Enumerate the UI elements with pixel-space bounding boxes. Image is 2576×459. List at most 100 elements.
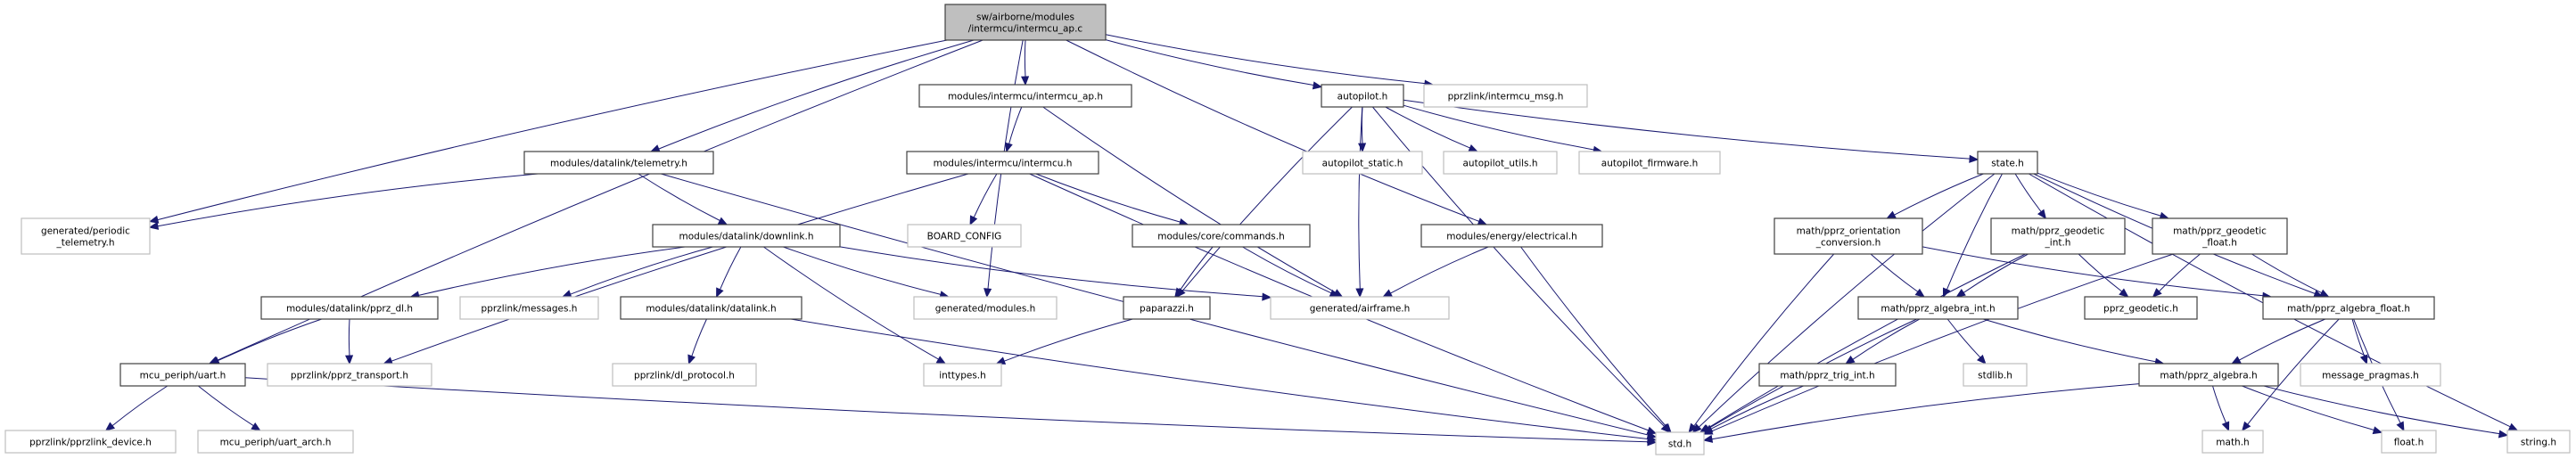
- node-periodic-telemetry-h[interactable]: generated/periodic_telemetry.h: [21, 217, 151, 255]
- node-label: generated/periodic: [41, 226, 130, 237]
- edge-datalink-h-to-dl-protocol-h: [687, 318, 707, 365]
- node-label: pprz_geodetic.h: [2103, 304, 2178, 315]
- node-box: [21, 217, 151, 255]
- node-pprz-transport-h[interactable]: pprzlink/pprz_transport.h: [267, 363, 432, 387]
- node-downlink-h[interactable]: modules/datalink/downlink.h: [652, 224, 841, 248]
- node-box: [267, 363, 432, 387]
- node-string-h[interactable]: string.h: [2506, 430, 2571, 454]
- edge-geodetic-float-h-to-pprz-geodetic-h: [2152, 253, 2201, 298]
- node-autopilot-firmware-h[interactable]: autopilot_firmware.h: [1578, 151, 1721, 175]
- edge-line: [157, 39, 948, 221]
- node-intermcu-ap-h[interactable]: modules/intermcu/intermcu_ap.h: [918, 84, 1132, 108]
- arrowhead-icon: [1262, 292, 1272, 301]
- node-algebra-int-h[interactable]: math/pprz_algebra_int.h: [1857, 296, 2019, 320]
- node-label: mcu_periph/uart_arch.h: [220, 438, 332, 448]
- node-inttypes-h[interactable]: inttypes.h: [923, 363, 1002, 387]
- node-stdlib-h[interactable]: stdlib.h: [1963, 363, 2028, 387]
- arrowhead-icon: [983, 288, 992, 299]
- node-electrical-h[interactable]: modules/energy/electrical.h: [1420, 224, 1603, 248]
- edge-line: [691, 318, 707, 357]
- node-box: [2138, 363, 2279, 387]
- edge-geodetic-float-h-to-std-h: [1702, 253, 2174, 435]
- node-algebra-h[interactable]: math/pprz_algebra.h: [2138, 363, 2279, 387]
- node-box: [2152, 217, 2288, 255]
- node-root[interactable]: sw/airborne/modules/intermcu/intermcu_ap…: [944, 4, 1107, 41]
- node-box: [2381, 430, 2437, 454]
- edge-line: [1066, 39, 1479, 222]
- edge-line: [1105, 39, 1314, 86]
- node-dl-protocol-h[interactable]: pprzlink/dl_protocol.h: [612, 363, 757, 387]
- node-datalink-h[interactable]: modules/datalink/datalink.h: [620, 296, 802, 320]
- node-commands-h[interactable]: modules/core/commands.h: [1132, 224, 1311, 248]
- arrowhead-icon: [1914, 288, 1925, 298]
- node-messages-h[interactable]: pprzlink/messages.h: [459, 296, 599, 320]
- node-modules-h[interactable]: generated/modules.h: [913, 296, 1058, 320]
- node-pprz-geodetic-h[interactable]: pprz_geodetic.h: [2084, 296, 2198, 320]
- node-box: [1963, 363, 2028, 387]
- arrowhead-icon: [716, 287, 724, 299]
- node-label: stdlib.h: [1978, 371, 2012, 381]
- node-trig-int-h[interactable]: math/pprz_trig_int.h: [1758, 363, 1897, 387]
- node-message-pragmas-h[interactable]: message_pragmas.h: [2300, 363, 2441, 387]
- node-algebra-float-h[interactable]: math/pprz_algebra_float.h: [2262, 296, 2435, 320]
- edge-line: [218, 318, 322, 362]
- node-paparazzi-h[interactable]: paparazzi.h: [1123, 296, 1211, 320]
- arrowhead-icon: [2498, 430, 2509, 439]
- node-autopilot-h[interactable]: autopilot.h: [1321, 84, 1404, 108]
- edge-line: [2212, 385, 2226, 423]
- arrowhead-icon: [995, 357, 1007, 365]
- edge-line: [1707, 253, 2026, 430]
- node-orientation-h[interactable]: math/pprz_orientation_conversion.h: [1774, 217, 1923, 255]
- node-board-config[interactable]: BOARD_CONFIG: [907, 224, 1022, 248]
- arrowhead-icon: [1702, 424, 1714, 433]
- arrowhead-icon: [969, 215, 978, 226]
- node-box: [1302, 151, 1423, 175]
- arrowhead-icon: [1688, 422, 1698, 434]
- node-box: [197, 430, 354, 454]
- edge-line: [790, 318, 1649, 439]
- node-autopilot-utils-h[interactable]: autopilot_utils.h: [1443, 151, 1558, 175]
- arrowhead-icon: [1662, 422, 1672, 433]
- node-geodetic-int-h[interactable]: math/pprz_geodetic_int.h: [1990, 217, 2126, 255]
- node-box: [913, 296, 1058, 320]
- arrowhead-icon: [1382, 289, 1393, 298]
- edge-autopilot-h-to-autopilot-utils-h: [1385, 106, 1478, 152]
- edge-trig-int-h-to-std-h: [1702, 385, 1804, 433]
- node-autopilot-static-h[interactable]: autopilot_static.h: [1302, 151, 1423, 175]
- node-airframe-h[interactable]: generated/airframe.h: [1270, 296, 1450, 320]
- node-pprz-dl-h[interactable]: modules/datalink/pprz_dl.h: [260, 296, 439, 320]
- node-geodetic-float-h[interactable]: math/pprz_geodetic_float.h: [2152, 217, 2288, 255]
- node-state-h[interactable]: state.h: [1977, 151, 2038, 175]
- edge-line: [1403, 99, 1971, 160]
- edge-line: [973, 173, 998, 218]
- node-label: _conversion.h: [1815, 238, 1881, 249]
- arrowhead-icon: [1955, 288, 1966, 298]
- node-float-h[interactable]: float.h: [2381, 430, 2437, 454]
- node-std-h[interactable]: std.h: [1655, 431, 1705, 455]
- node-intermcu-h[interactable]: modules/intermcu/intermcu.h: [906, 151, 1099, 175]
- edge-line: [1181, 106, 1353, 291]
- edge-downlink-h-to-pprz-dl-h: [409, 246, 686, 299]
- edge-intermcu-h-to-pprz-transport-h: [383, 173, 969, 365]
- node-box: [2506, 430, 2571, 454]
- node-uart-h[interactable]: mcu_periph/uart.h: [119, 363, 246, 387]
- node-uart-arch-h[interactable]: mcu_periph/uart_arch.h: [197, 430, 354, 454]
- node-label: BOARD_CONFIG: [927, 232, 1002, 242]
- node-telemetry-h[interactable]: modules/datalink/telemetry.h: [523, 151, 714, 175]
- node-box: [923, 363, 1002, 387]
- edge-line: [2159, 253, 2201, 292]
- node-label: math/pprz_algebra.h: [2160, 371, 2257, 381]
- arrowhead-icon: [2507, 422, 2519, 431]
- node-label: generated/airframe.h: [1310, 304, 1411, 315]
- node-box: [1132, 224, 1311, 248]
- node-math-h[interactable]: math.h: [2202, 430, 2264, 454]
- edge-line: [111, 385, 169, 427]
- node-box: [260, 296, 439, 320]
- edge-line: [1852, 318, 1921, 360]
- edge-uart-h-to-pprzlink-device-h: [104, 385, 169, 431]
- node-box: [2084, 296, 2198, 320]
- node-label: pprzlink/intermcu_msg.h: [1448, 92, 1564, 102]
- node-intermcu-msg-h[interactable]: pprzlink/intermcu_msg.h: [1423, 84, 1588, 108]
- node-pprzlink-device-h[interactable]: pprzlink/pprzlink_device.h: [4, 430, 177, 454]
